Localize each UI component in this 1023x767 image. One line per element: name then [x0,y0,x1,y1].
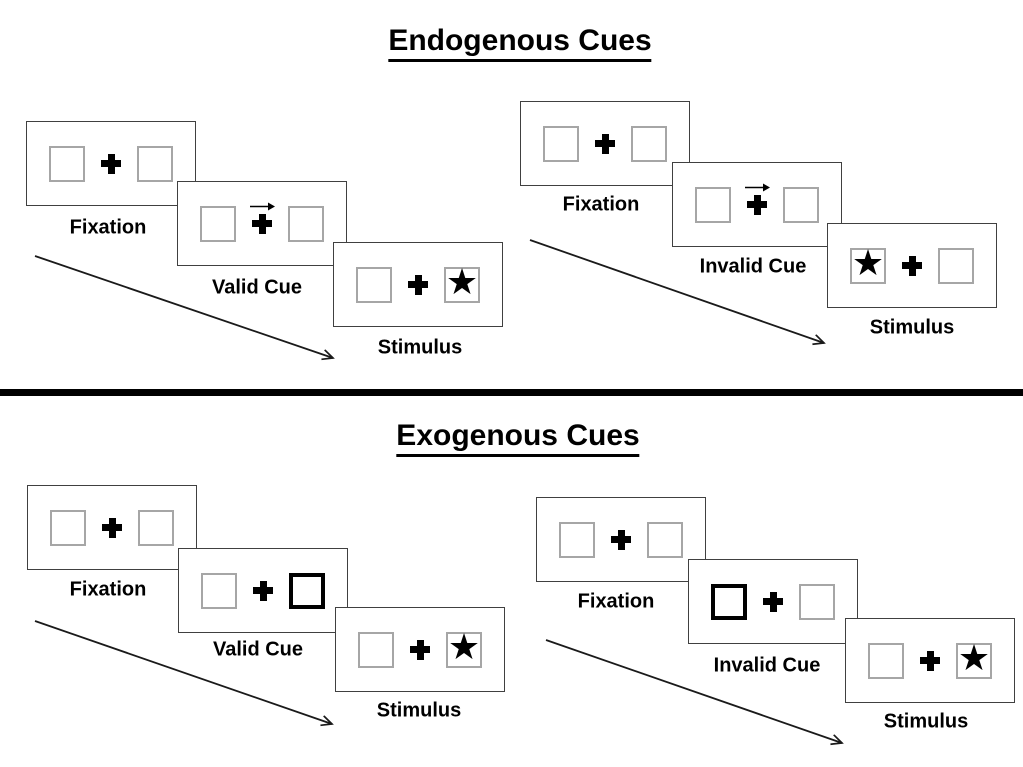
right-placeholder-box [799,583,835,620]
exogenous-invalid-invalid-cue-label: Invalid Cue [713,654,821,677]
fixation-cross-icon [252,213,272,234]
endogenous-invalid-panel-stimulus: ★ [827,223,997,308]
left-placeholder-box [543,125,579,162]
left-placeholder-box [356,266,392,303]
fixation-cross-icon [253,580,273,601]
fixation-cross-icon [101,153,121,174]
fixation-cross-icon [408,274,428,295]
panel-center [521,102,689,185]
endogenous-valid-stimulus-label: Stimulus [377,336,463,359]
right-placeholder-box [138,509,174,546]
panel-center [179,549,347,632]
fixation-cross-icon [611,529,631,550]
fixation-cross-icon [902,255,922,276]
right-star-stimulus-box: ★ [446,626,482,668]
panel-center [537,498,705,581]
panel-center [28,486,196,569]
endogenous-valid-panel-valid-cue [177,181,347,266]
left-placeholder-box [49,145,85,182]
right-placeholder-box [631,125,667,162]
right-exogenous-cue-box [289,572,325,609]
exogenous-valid-panel-fixation [27,485,197,570]
cue-direction-arrow-icon [745,183,770,192]
endogenous-invalid-timeline-arrow [529,239,824,343]
left-placeholder-box [201,572,237,609]
exogenous-invalid-timeline-arrow [545,639,842,743]
endogenous-invalid-stimulus-label: Stimulus [869,316,955,339]
left-placeholder-box [868,642,904,679]
left-placeholder-box [200,205,236,242]
section-divider [0,389,1023,396]
endogenous-invalid-panel-invalid-cue [672,162,842,247]
panel-center [828,224,996,307]
star-icon: ★ [445,261,479,303]
exogenous-valid-valid-cue-label: Valid Cue [212,638,304,661]
endogenous-valid-timeline-arrow [34,255,333,358]
exogenous-valid-stimulus-label: Stimulus [376,699,462,722]
left-exogenous-cue-box [711,583,747,620]
fixation-cross-icon [747,194,767,215]
exogenous-valid-panel-valid-cue [178,548,348,633]
exogenous-valid-fixation-label: Fixation [69,578,147,601]
exogenous-valid-timeline-arrow [34,620,332,724]
left-star-stimulus-box: ★ [850,242,886,284]
right-star-stimulus-box: ★ [444,261,480,303]
exogenous-invalid-panel-invalid-cue [688,559,858,644]
exogenous-invalid-stimulus-label: Stimulus [883,710,969,733]
left-placeholder-box [559,521,595,558]
star-icon: ★ [957,637,991,679]
endogenous-section-title: Endogenous Cues [388,24,652,62]
fixation-cross-icon [102,517,122,538]
exogenous-invalid-panel-stimulus: ★ [845,618,1015,703]
fixation-cross-icon [595,133,615,154]
fixation-cross-icon [763,591,783,612]
right-placeholder-box [137,145,173,182]
endogenous-valid-panel-fixation [26,121,196,206]
right-placeholder-box [938,247,974,284]
right-placeholder-box [783,186,819,223]
section-title-text: Endogenous Cues [388,24,652,62]
endogenous-valid-fixation-label: Fixation [69,216,147,239]
fixation-cross-icon [410,639,430,660]
panel-center [846,619,1014,702]
fixation-cross-icon [920,650,940,671]
endogenous-invalid-panel-fixation [520,101,690,186]
right-star-stimulus-box: ★ [956,637,992,679]
endogenous-valid-valid-cue-label: Valid Cue [211,276,303,299]
panel-center [334,243,502,326]
exogenous-invalid-panel-fixation [536,497,706,582]
left-placeholder-box [50,509,86,546]
section-title-text: Exogenous Cues [396,419,640,457]
panel-center [689,560,857,643]
star-icon: ★ [851,242,885,284]
panel-center [336,608,504,691]
endogenous-invalid-invalid-cue-label: Invalid Cue [699,255,807,278]
panel-center [673,163,841,246]
right-placeholder-box [288,205,324,242]
exogenous-invalid-fixation-label: Fixation [577,590,655,613]
panel-center [178,182,346,265]
star-icon: ★ [447,626,481,668]
exogenous-valid-panel-stimulus: ★ [335,607,505,692]
panel-center [27,122,195,205]
cue-direction-arrow-icon [250,202,275,211]
endogenous-valid-panel-stimulus: ★ [333,242,503,327]
right-placeholder-box [647,521,683,558]
left-placeholder-box [695,186,731,223]
endogenous-invalid-fixation-label: Fixation [562,193,640,216]
left-placeholder-box [358,631,394,668]
exogenous-section-title: Exogenous Cues [396,419,640,457]
